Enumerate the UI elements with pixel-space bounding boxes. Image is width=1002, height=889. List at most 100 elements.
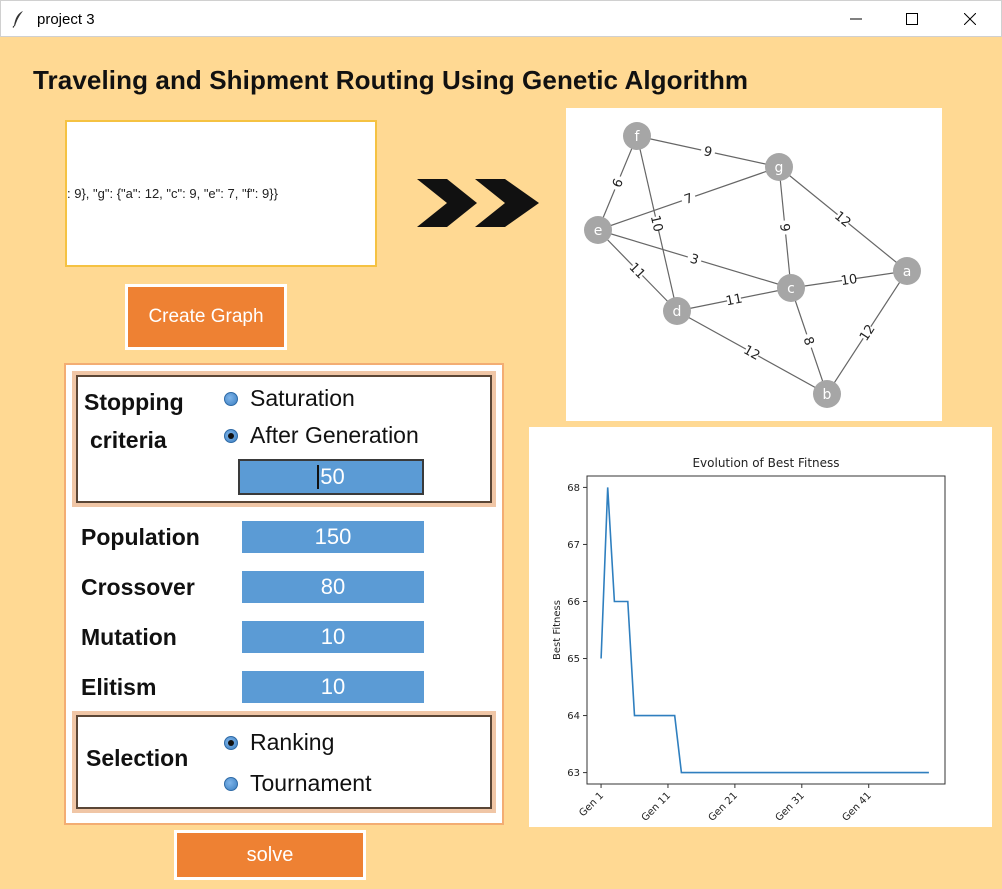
minimize-button[interactable] [833, 1, 879, 37]
graph-node [813, 380, 841, 408]
edge-weight-label: 3 [688, 252, 700, 269]
create-graph-button[interactable]: Create Graph [125, 284, 287, 350]
mutation-input[interactable]: 10 [240, 619, 426, 655]
edge-label-bg [841, 271, 857, 288]
y-tick-label: 68 [567, 483, 580, 494]
graph-node [765, 153, 793, 181]
radio-ranking-label: Ranking [250, 729, 335, 755]
maximize-button[interactable] [889, 1, 935, 37]
chart-y-axis-label: Best Fitness [552, 600, 563, 660]
radio-ranking[interactable]: Ranking [224, 729, 334, 756]
maximize-icon [906, 13, 918, 25]
population-value: 150 [314, 524, 352, 549]
edge-label-bg [648, 215, 666, 232]
x-tick-label: Gen 41 [840, 790, 873, 823]
graph-node [777, 274, 805, 302]
app-main: Traveling and Shipment Routing Using Gen… [1, 37, 1001, 889]
radio-dot-icon [224, 735, 238, 750]
edge-label-bg [742, 342, 762, 363]
graph-node [663, 297, 691, 325]
radio-dot-icon [224, 776, 238, 791]
graph-node-label: a [903, 264, 912, 280]
chart-title: Evolution of Best Fitness [692, 456, 839, 470]
edge-weight-label: 10 [647, 214, 665, 233]
feather-icon [12, 11, 23, 28]
crossover-label: Crossover [81, 574, 195, 600]
selection-group: Selection Ranking Tournament [72, 711, 496, 813]
edge-label-bg [857, 322, 877, 343]
stopping-criteria-group: Stopping criteria Saturation After Gener… [72, 371, 496, 507]
x-tick-label: Gen 31 [774, 790, 807, 823]
graph-input-textbox[interactable]: : 9}, "g": {"a": 12, "c": 9, "e": 7, "f"… [65, 120, 377, 267]
window-title: project 3 [37, 11, 95, 28]
stopping-criteria-label-1: Stopping [84, 389, 184, 415]
edge-label-bg [833, 209, 853, 229]
generations-input[interactable]: 50 [238, 459, 424, 495]
page-title: Traveling and Shipment Routing Using Gen… [33, 65, 749, 95]
text-caret [317, 465, 320, 489]
minimize-icon [850, 18, 862, 20]
settings-panel: Stopping criteria Saturation After Gener… [64, 363, 504, 825]
edge-label-bg [777, 219, 793, 236]
radio-saturation-label: Saturation [250, 385, 355, 411]
y-tick-label: 67 [567, 540, 580, 551]
radio-tournament[interactable]: Tournament [224, 770, 371, 797]
radio-after-generation-label: After Generation [250, 422, 419, 448]
graph-node [893, 257, 921, 285]
edge-weight-label: 12 [741, 343, 763, 364]
edge-weight-label: 10 [840, 272, 859, 289]
mutation-value: 10 [320, 624, 346, 649]
y-tick-label: 64 [567, 711, 580, 722]
edge-label-bg [627, 260, 648, 281]
population-label: Population [81, 524, 200, 550]
y-tick-label: 63 [567, 768, 580, 779]
chart-axes-frame [586, 475, 946, 785]
mutation-label: Mutation [81, 624, 177, 650]
crossover-input[interactable]: 80 [240, 569, 426, 605]
close-icon [964, 13, 976, 25]
population-input[interactable]: 150 [240, 519, 426, 555]
graph-node-label: f [635, 129, 641, 145]
solve-button[interactable]: solve [174, 830, 366, 880]
graph-input-text: : 9}, "g": {"a": 12, "c": 9, "e": 7, "f"… [67, 186, 278, 201]
radio-saturation[interactable]: Saturation [224, 385, 355, 412]
elitism-value: 10 [320, 674, 346, 699]
radio-after-generation[interactable]: After Generation [224, 422, 419, 449]
selection-label: Selection [86, 745, 189, 771]
graph-node-label: c [787, 281, 795, 297]
graph-node-label: b [823, 387, 832, 403]
window-title-bar: project 3 [0, 0, 1002, 37]
elitism-label: Elitism [81, 674, 157, 700]
edge-label-bg [685, 250, 704, 268]
elitism-input[interactable]: 10 [240, 669, 426, 705]
radio-tournament-label: Tournament [250, 770, 372, 796]
crossover-value: 80 [320, 574, 346, 599]
y-tick-label: 65 [567, 654, 580, 665]
edge-weight-label: 11 [725, 291, 744, 309]
graph-node [623, 122, 651, 150]
fitness-line [600, 487, 929, 774]
y-tick-label: 66 [567, 597, 580, 608]
edge-label-bg [725, 291, 743, 308]
double-chevron-right-icon [417, 179, 539, 227]
stopping-criteria-label-2: criteria [90, 427, 167, 453]
fitness-chart-panel: Evolution of Best Fitness Best Fitness 6… [529, 427, 992, 827]
fitness-chart: Evolution of Best Fitness Best Fitness 6… [552, 456, 946, 824]
graph-node-label: g [775, 160, 784, 176]
graph-node [584, 216, 612, 244]
radio-dot-icon [224, 391, 238, 406]
edge-weight-label: 9 [702, 144, 713, 160]
edge-label-bg [699, 143, 717, 160]
radio-dot-icon [224, 428, 238, 443]
edge-weight-label: 9 [776, 223, 792, 233]
edge-label-bg [608, 173, 627, 193]
close-button[interactable] [947, 1, 993, 37]
graph-node-label: d [673, 304, 682, 320]
edge-weight-label: 11 [626, 260, 648, 282]
edge-weight-label: 12 [857, 322, 879, 344]
x-tick-label: Gen 21 [707, 790, 740, 823]
graph-node-label: e [594, 223, 603, 239]
edge-label-bg [679, 189, 698, 208]
